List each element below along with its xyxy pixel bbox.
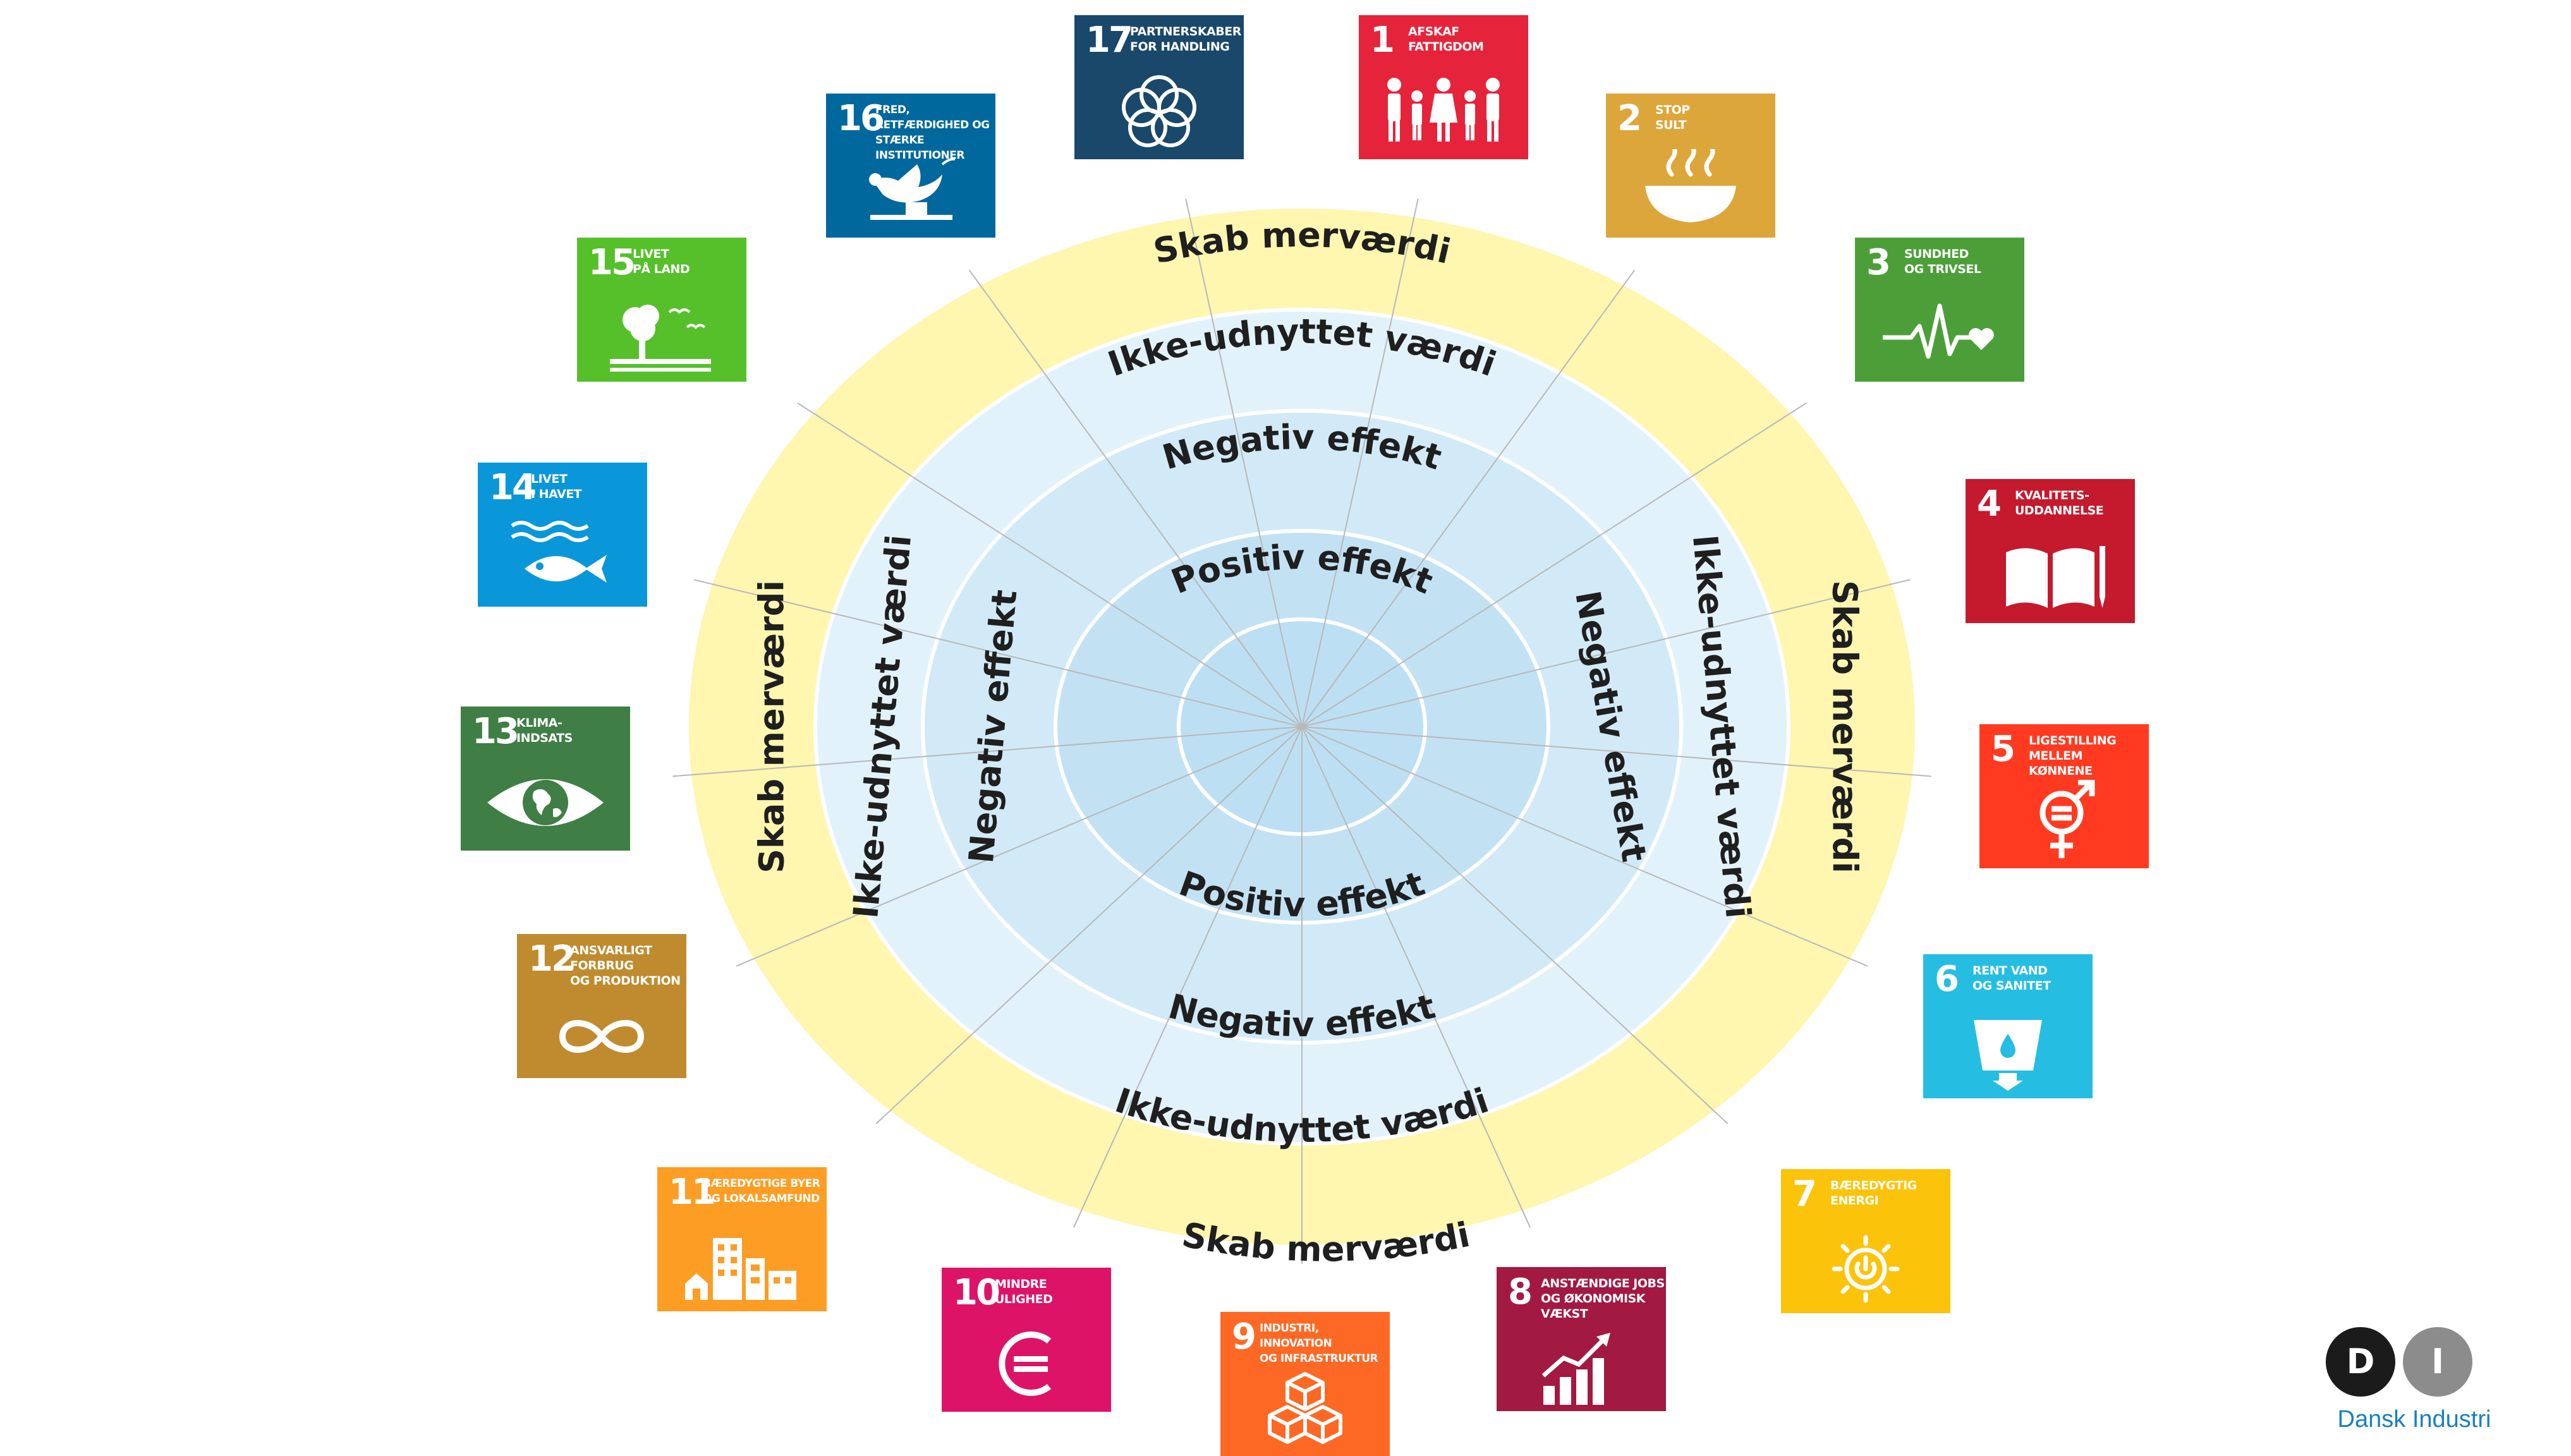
sdg-tile-title: PARTNERSKABER FOR HANDLING	[1130, 25, 1241, 54]
dove-icon	[869, 157, 956, 220]
sdg-tile-number: 14	[489, 467, 537, 508]
sdg-tile-number: 13	[472, 711, 520, 752]
logo-name: Dansk Industri	[2337, 1406, 2491, 1433]
sdg-tile-number: 8	[1508, 1271, 1533, 1313]
outer-ring-label-right: Skab merværdi	[1825, 580, 1864, 873]
spoke-line	[875, 726, 1303, 1124]
rings-icon	[1122, 75, 1196, 147]
sdg-tile-14: 14 LIVET I HAVET	[478, 463, 647, 607]
sdg-tile-number: 1	[1370, 20, 1395, 61]
spoke-line	[1301, 726, 1729, 1124]
spoke-line	[1301, 198, 1419, 727]
sdg-tile-title: INDUSTRI, INNOVATION OG INFRASTRUKTUR	[1260, 1322, 1378, 1365]
sdg-tile-2: 2 STOP SULT	[1606, 94, 1775, 238]
sdg-tile-title: KLIMA- INDSATS	[516, 716, 573, 745]
sdg-tile-title: BÆREDYGTIG ENERGI	[1830, 1179, 1917, 1208]
fish-icon	[511, 521, 607, 583]
growth-chart-icon	[1541, 1333, 1610, 1405]
spoke-line	[797, 402, 1303, 727]
water-icon	[1974, 1020, 2042, 1091]
logo-letter-i: I	[2403, 1327, 2472, 1397]
heartbeat-icon	[1883, 303, 1994, 359]
sdg-tile-number: 3	[1866, 242, 1891, 283]
city-icon	[685, 1238, 796, 1300]
sdg-tile-number: 9	[1232, 1316, 1256, 1357]
sdg-tile-number: 4	[1977, 483, 2002, 525]
sdg-tile-title: BÆREDYGTIGE BYER OG LOKALSAMFUND	[703, 1177, 820, 1205]
bowl-icon	[1645, 149, 1736, 222]
spoke-line	[1301, 269, 1636, 727]
sdg-tile-number: 12	[528, 938, 576, 980]
sdg-tile-9: 9 INDUSTRI, INNOVATION OG INFRASTRUKTUR	[1220, 1312, 1390, 1456]
sdg-tile-title: KVALITETS- UDDANNELSE	[2015, 488, 2104, 518]
sdg-tile-7: 7 BÆREDYGTIG ENERGI	[1781, 1169, 1950, 1313]
sdg-tile-number: 2	[1617, 98, 1642, 139]
sdg-tile-title: ANSTÆNDIGE JOBS OG ØKONOMISK VÆKST	[1541, 1277, 1665, 1321]
cubes-icon	[1268, 1372, 1342, 1444]
logo-letter-d: D	[2326, 1327, 2395, 1397]
sdg-tile-number: 10	[953, 1272, 1000, 1313]
spoke-line	[736, 726, 1303, 967]
spoke-line	[1073, 726, 1303, 1228]
sdg-tile-title: LIGESTILLING MELLEM KØNNENE	[2029, 734, 2117, 778]
equality-icon	[999, 1332, 1052, 1396]
spoke-line	[1301, 726, 1531, 1228]
sdg-tile-5: 5 LIGESTILLING MELLEM KØNNENE	[1979, 724, 2149, 868]
spoke-line	[1185, 198, 1303, 727]
sdg-tile-number: 17	[1086, 20, 1133, 61]
sdg-tile-title: ANSVARLIGT FORBRUG OG PRODUKTION	[570, 943, 681, 988]
tree-icon	[610, 305, 711, 372]
dansk-industri-logo: D I Dansk Industri	[2319, 1327, 2509, 1441]
sdg-tile-4: 4 KVALITETS- UDDANNELSE	[1966, 479, 2135, 623]
sdg-tile-number: 5	[1991, 729, 2015, 770]
family-icon	[1387, 78, 1500, 142]
sdg-tile-17: 17 PARTNERSKABER FOR HANDLING	[1074, 15, 1244, 159]
sdg-tile-15: 15 LIVET PÅ LAND	[577, 238, 746, 382]
sun-icon	[1832, 1235, 1900, 1303]
eye-globe-icon	[487, 779, 604, 826]
spoke-line	[1301, 726, 1931, 777]
spokes	[672, 198, 1931, 1264]
spoke-line	[693, 579, 1303, 727]
sdg-tile-12: 12 ANSVARLIGT FORBRUG OG PRODUKTION	[517, 934, 686, 1078]
book-icon	[2006, 546, 2105, 608]
sdg-tile-title: LIVET I HAVET	[531, 472, 582, 501]
sdg-tile-title: SUNDHED OG TRIVSEL	[1904, 247, 1981, 276]
outer-ring-label-left: Skab merværdi	[752, 580, 792, 873]
sdg-tile-8: 8 ANSTÆNDIGE JOBS OG ØKONOMISK VÆKST	[1497, 1267, 1666, 1411]
sdg-tile-11: 11 BÆREDYGTIGE BYER OG LOKALSAMFUND	[657, 1167, 827, 1311]
sdg-tile-title: LIVET PÅ LAND	[633, 247, 690, 276]
gender-icon	[2039, 780, 2095, 858]
sdg-tile-title: FRED, RETFÆRDIGHED OG STÆRKE INSTITUTION…	[875, 104, 990, 162]
sdg-tile-10: 10 MINDRE ULIGHED	[942, 1268, 1111, 1412]
sdg-tile-number: 16	[837, 98, 885, 139]
sdg-tile-1: 1 AFSKAF FATTIGDOM	[1359, 15, 1528, 159]
spoke-line	[968, 269, 1303, 727]
sdg-tile-number: 15	[588, 242, 636, 283]
sdg-tile-title: STOP SULT	[1655, 103, 1690, 132]
sdg-tile-title: RENT VAND OG SANITET	[1972, 964, 2051, 993]
sdg-tile-title: AFSKAF FATTIGDOM	[1408, 25, 1484, 54]
sdg-tile-number: 7	[1792, 1174, 1817, 1215]
spoke-line	[1301, 726, 1868, 967]
spoke-line	[1301, 579, 1911, 727]
sdg-tile-6: 6 RENT VAND OG SANITET	[1923, 954, 2093, 1098]
spoke-line	[672, 726, 1303, 777]
sdg-tile-title: MINDRE ULIGHED	[995, 1277, 1053, 1306]
sdg-tile-13: 13 KLIMA- INDSATS	[461, 707, 630, 851]
infinity-icon	[559, 1020, 645, 1053]
sdg-tile-number: 6	[1935, 959, 1959, 1000]
spoke-line	[1301, 402, 1807, 727]
sdg-tile-16: 16 FRED, RETFÆRDIGHED OG STÆRKE INSTITUT…	[826, 94, 995, 238]
sdg-tile-3: 3 SUNDHED OG TRIVSEL	[1855, 238, 2024, 382]
sdg-tile-number: 11	[669, 1172, 716, 1213]
